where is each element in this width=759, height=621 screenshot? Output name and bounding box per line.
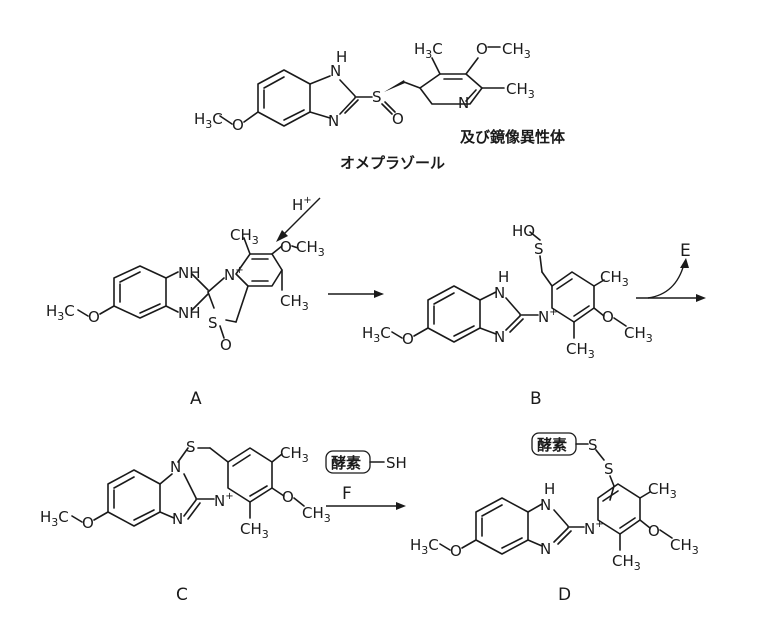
atom-label: CH3 (600, 268, 629, 289)
atom-label: CH3 (670, 536, 699, 557)
enzyme-label: 酵素 (331, 454, 361, 472)
arrow-C-to-D: 酵素 SH F (325, 450, 407, 510)
omeprazole-structure: N H N S O N O H3C H3C O CH3 CH3 及び鏡像異性体 … (194, 40, 566, 172)
atom-label: CH3 (280, 444, 309, 465)
enantiomer-note: 及び鏡像異性体 (460, 128, 566, 146)
atom-label: S (208, 314, 218, 332)
atom-label: NH (178, 304, 201, 322)
atom-label: H (498, 268, 509, 286)
compound-C-structure: N N S N+ CH3 O CH3 CH3 O H3C (40, 438, 331, 541)
atom-label: O (476, 40, 488, 58)
compound-label-B: B (530, 389, 542, 409)
atom-label: CH3 (566, 340, 595, 361)
atom-label: N (172, 510, 183, 528)
atom-label: H3C (362, 324, 391, 345)
atom-label: S (604, 460, 614, 478)
atom-label: N (494, 284, 505, 302)
atom-label: N (170, 458, 181, 476)
atom-label: CH3 (612, 552, 641, 573)
atom-label: O (402, 330, 414, 348)
atom-label: N (330, 62, 341, 80)
atom-label: O (82, 514, 94, 532)
atom-label: O (232, 116, 244, 134)
atom-label: N+ (214, 491, 234, 510)
atom-label: H3C (414, 40, 443, 61)
atom-label: S (372, 88, 382, 106)
acid-label: H+ (292, 195, 312, 214)
atom-label: H3C (40, 508, 69, 529)
atom-label: NH (178, 264, 201, 282)
atom-label: HO (512, 222, 535, 240)
atom-label: CH3 (302, 504, 331, 525)
atom-label: S (588, 436, 598, 454)
atom-label: H (544, 480, 555, 498)
atom-label: CH3 (506, 80, 535, 101)
atom-label: N (540, 496, 551, 514)
compound-A-structure: NH NH N+ S O CH3 O CH3 CH3 O H3C (46, 226, 325, 354)
atom-label: H3C (46, 302, 75, 323)
atom-label: N+ (538, 307, 558, 326)
atom-label: H (336, 48, 347, 66)
atom-label: O (220, 336, 232, 354)
atom-label: CH3 (230, 226, 259, 247)
atom-label: S (534, 240, 544, 258)
compound-label-D: D (558, 585, 571, 605)
compound-label-C: C (176, 585, 188, 605)
atom-label: O (602, 308, 614, 326)
atom-label: S (186, 438, 196, 456)
atom-label: CH3 (240, 520, 269, 541)
atom-label: CH3 (296, 238, 325, 259)
reagent-E: E (680, 241, 691, 261)
arrow-B-to-C: E (636, 241, 706, 302)
atom-label: O (282, 488, 294, 506)
atom-label: CH3 (502, 40, 531, 61)
thiol-label: SH (386, 454, 407, 472)
atom-label: CH3 (648, 480, 677, 501)
compound-B-structure: N H N N+ S HO CH3 O CH3 CH3 O H3C (362, 222, 653, 361)
atom-label: O (88, 308, 100, 326)
reagent-F: F (342, 484, 352, 504)
atom-label: N (328, 112, 339, 130)
atom-label: H3C (194, 110, 223, 131)
compound-name-omeprazole: オメプラゾール (340, 154, 445, 172)
atom-label: CH3 (624, 324, 653, 345)
atom-label: N (540, 540, 551, 558)
atom-label: N (458, 94, 469, 112)
atom-label: O (280, 238, 292, 256)
arrow-A-to-B (328, 290, 384, 298)
compound-label-A: A (190, 389, 202, 409)
enzyme-label: 酵素 (537, 436, 567, 454)
atom-label: N+ (584, 519, 604, 538)
atom-label: O (392, 110, 404, 128)
atom-label: N+ (224, 265, 244, 284)
compound-D-structure: 酵素 S S N H N N+ CH3 O CH3 CH3 O H3C (410, 432, 699, 573)
atom-label: N (494, 328, 505, 346)
atom-label: H3C (410, 536, 439, 557)
atom-label: O (648, 522, 660, 540)
atom-label: O (450, 542, 462, 560)
acid-arrow: H+ (276, 195, 321, 242)
atom-label: CH3 (280, 292, 309, 313)
